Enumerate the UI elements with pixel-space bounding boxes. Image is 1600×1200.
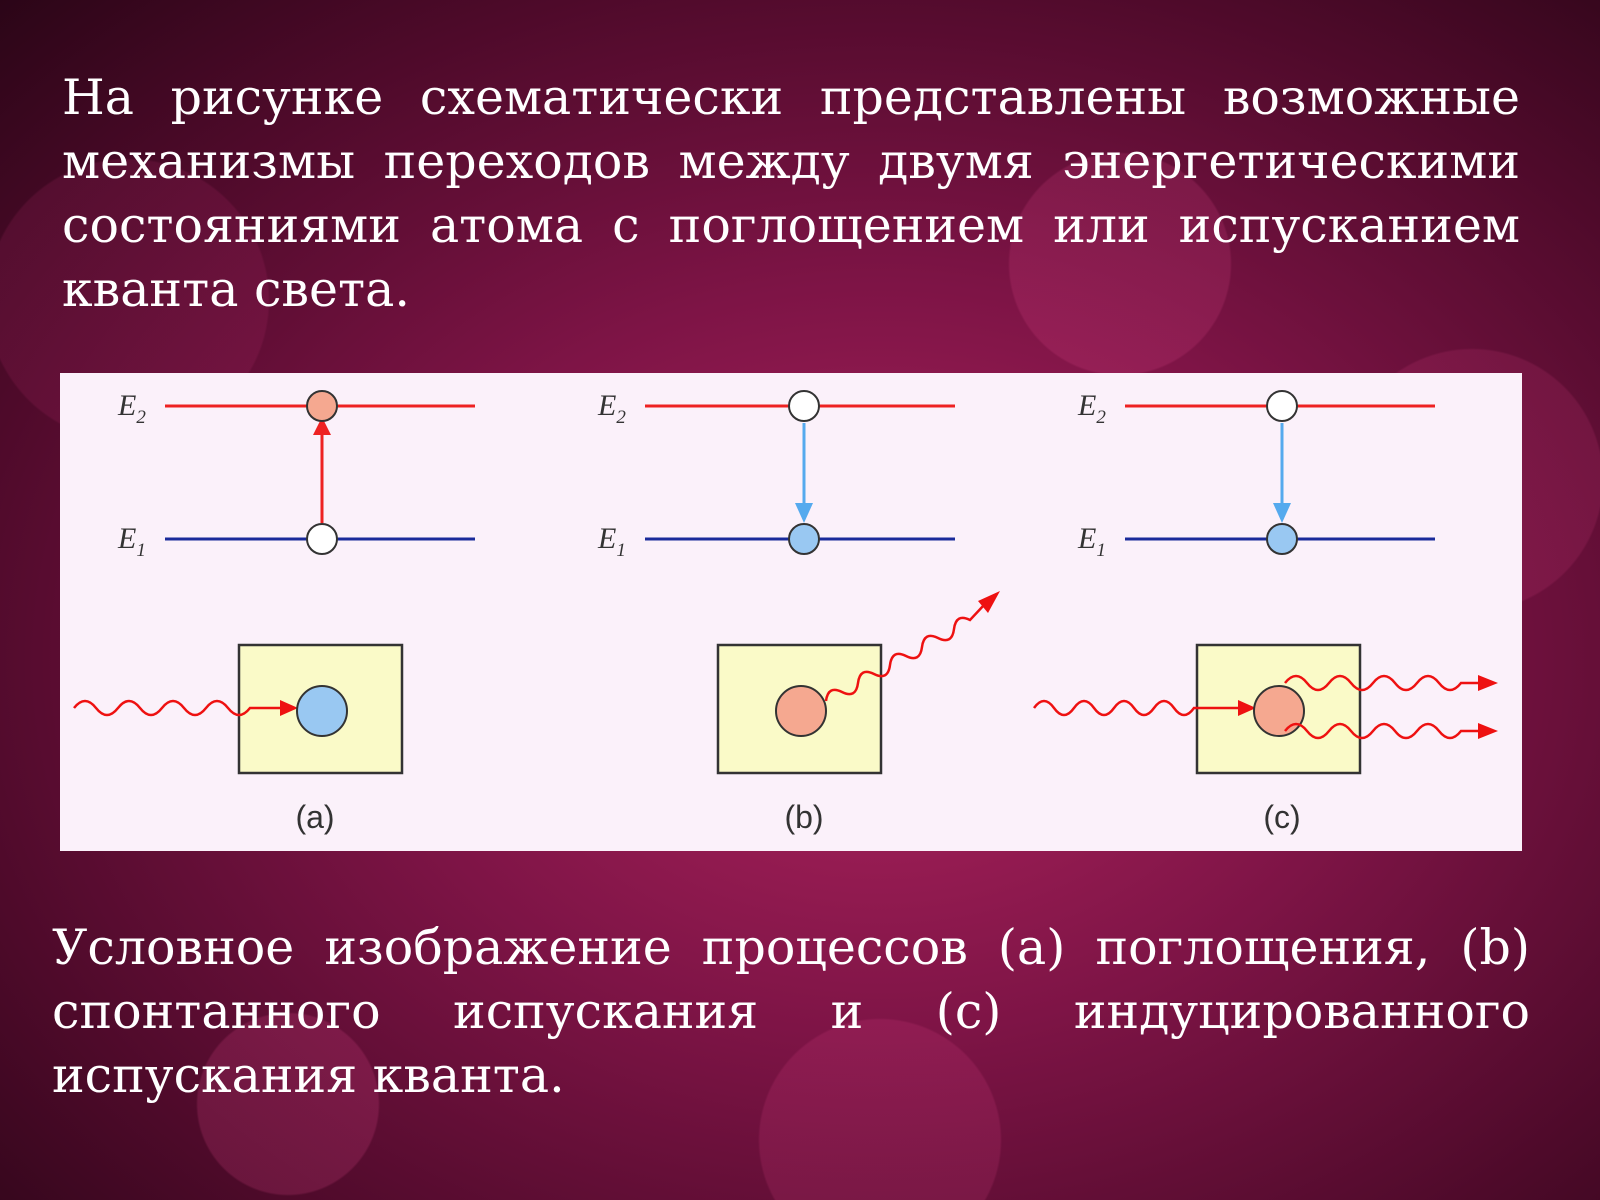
panel-a: E2 E1 (a) xyxy=(73,389,475,835)
upper-level-label: E2 xyxy=(117,389,146,428)
excited-state-dot xyxy=(306,390,338,422)
incoming-photon xyxy=(1032,699,1240,717)
stimulated-photon-upper-arrowhead xyxy=(1478,675,1498,691)
stimulated-photon-upper xyxy=(1284,674,1480,692)
transition-diagram-svg: E2 E1 (a) E2 E1 xyxy=(73,389,1498,835)
panel-caption: (c) xyxy=(1263,799,1300,835)
panel-b: E2 E1 (b) xyxy=(597,389,1000,835)
upper-level-label: E2 xyxy=(597,389,626,428)
empty-upper-state-dot xyxy=(788,390,820,422)
incoming-photon-arrowhead xyxy=(1238,700,1256,716)
intro-paragraph: На рисунке схематически представлены воз… xyxy=(62,69,1520,318)
lower-level-label: E1 xyxy=(597,522,626,561)
atom xyxy=(296,685,348,737)
stimulated-photon-lower-arrowhead xyxy=(1478,723,1498,739)
empty-upper-state-dot xyxy=(1266,390,1298,422)
incoming-photon-arrowhead xyxy=(280,700,298,716)
caption-paragraph: Условное изображение процессов (a) погло… xyxy=(52,919,1530,1104)
panel-c: E2 E1 (c) xyxy=(1032,389,1498,835)
panel-caption: (a) xyxy=(295,799,334,835)
occupied-lower-state-dot xyxy=(788,523,820,555)
incoming-photon xyxy=(73,699,282,717)
panel-caption: (b) xyxy=(784,799,823,835)
lower-level-label: E1 xyxy=(117,522,146,561)
emitted-photon xyxy=(824,604,985,702)
lower-level-label: E1 xyxy=(1077,522,1106,561)
energy-transition-figure: E2 E1 (a) E2 E1 xyxy=(60,373,1522,851)
emitted-photon-arrowhead xyxy=(978,591,1000,613)
upper-level-label: E2 xyxy=(1077,389,1106,428)
ground-state-dot xyxy=(306,523,338,555)
absorption-arrowhead xyxy=(313,417,331,435)
emission-arrowhead xyxy=(795,503,813,523)
emission-arrowhead xyxy=(1273,503,1291,523)
stimulated-photon-lower xyxy=(1284,722,1480,740)
atom xyxy=(1253,685,1305,737)
occupied-lower-state-dot xyxy=(1266,523,1298,555)
atom xyxy=(775,685,827,737)
